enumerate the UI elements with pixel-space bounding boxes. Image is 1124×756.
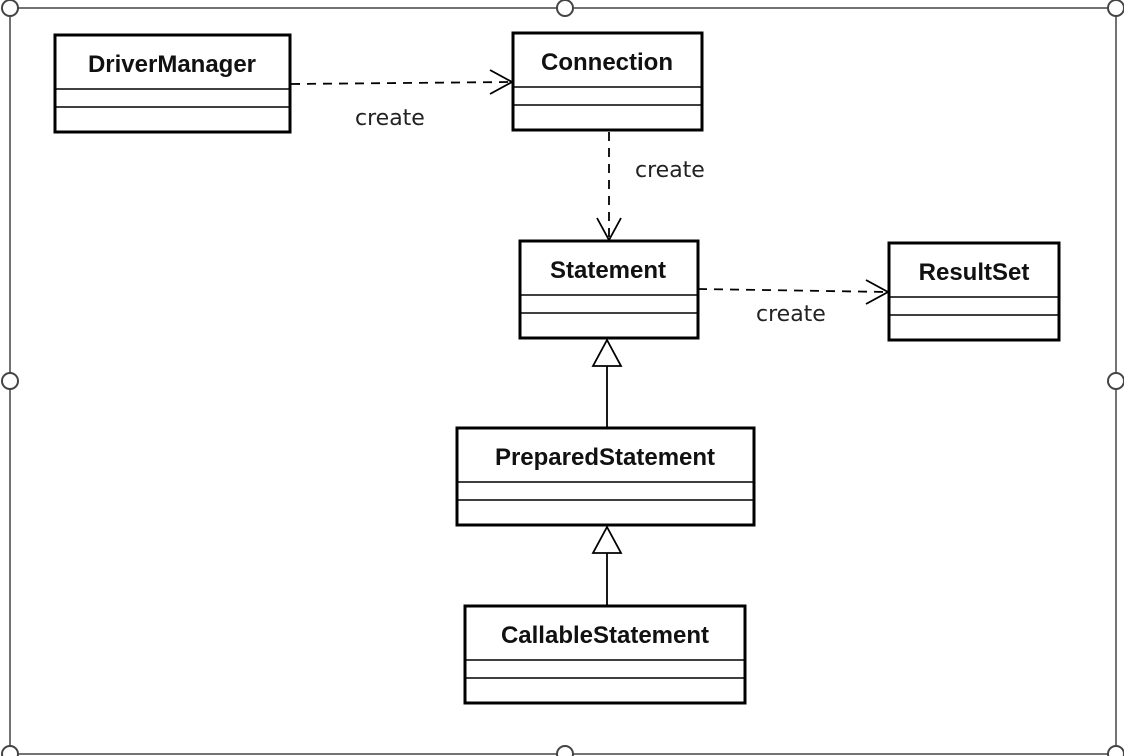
hollow-triangle-arrowhead xyxy=(591,338,623,367)
class-box xyxy=(887,241,1061,342)
generalization-callable-to-prepared xyxy=(591,525,623,605)
resize-handle-top-center[interactable] xyxy=(556,0,574,17)
dependency-line xyxy=(697,288,889,293)
class-result-set: ResultSet xyxy=(887,241,1061,342)
class-box xyxy=(455,426,756,527)
resize-handle-middle-left[interactable] xyxy=(1,372,19,390)
class-name: Connection xyxy=(541,49,673,76)
dependency-connection-to-statement: create xyxy=(596,132,705,242)
class-name: PreparedStatement xyxy=(495,444,715,471)
class-name: Statement xyxy=(550,257,666,284)
resize-handle-top-left[interactable] xyxy=(1,0,19,17)
generalization-prepared-to-statement xyxy=(591,338,623,428)
class-connection: Connection xyxy=(511,31,704,132)
class-name: DriverManager xyxy=(88,51,256,78)
hollow-triangle-arrowhead xyxy=(591,525,623,554)
dependency-line xyxy=(290,81,513,85)
class-callable-statement: CallableStatement xyxy=(463,604,747,705)
class-box xyxy=(463,604,747,705)
class-box xyxy=(511,31,704,132)
class-driver-manager: DriverManager xyxy=(53,33,292,134)
class-name: ResultSet xyxy=(919,259,1030,286)
relation-label-create: create xyxy=(756,302,826,327)
relation-label-create: create xyxy=(355,106,425,131)
dependency-driver-manager-to-connection: create xyxy=(290,69,514,131)
class-name: CallableStatement xyxy=(501,622,709,649)
class-box xyxy=(53,33,292,134)
class-statement: Statement xyxy=(518,239,700,340)
class-prepared-statement: PreparedStatement xyxy=(455,426,756,527)
resize-handle-top-right[interactable] xyxy=(1107,0,1124,17)
resize-handle-bottom-right[interactable] xyxy=(1107,745,1124,756)
resize-handle-bottom-left[interactable] xyxy=(1,745,19,756)
relation-label-create: create xyxy=(635,158,705,183)
resize-handle-middle-right[interactable] xyxy=(1107,372,1124,390)
class-box xyxy=(518,239,700,340)
resize-handle-bottom-center[interactable] xyxy=(556,745,574,756)
dependency-statement-to-result-set: create xyxy=(697,279,890,327)
